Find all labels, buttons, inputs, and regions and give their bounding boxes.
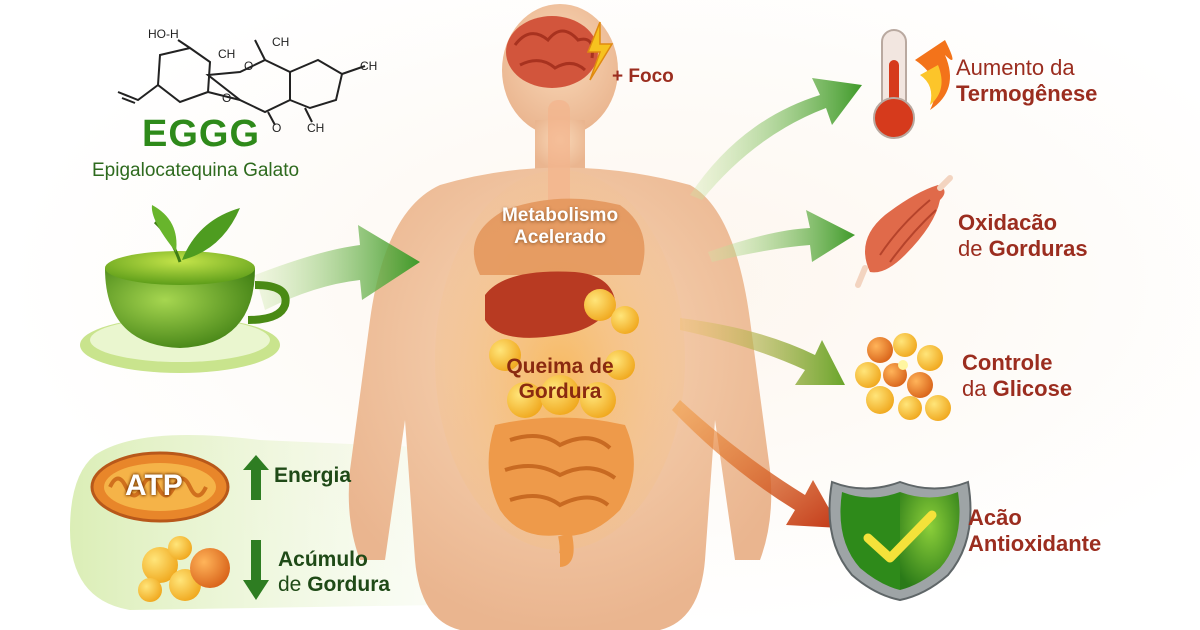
metabolism-label: Metabolismo Acelerado (480, 205, 640, 250)
arrow-to-oxidation (708, 210, 855, 262)
benefit-glucose: Controle da Glicose (962, 350, 1072, 402)
fat-burn-line1: Queima de (506, 355, 614, 378)
green-tea-cup-icon (80, 205, 290, 373)
atom-label: CH (218, 47, 235, 61)
egcg-molecule-icon (117, 39, 366, 126)
atom-label: CH (272, 35, 289, 49)
molecule-abbreviation: EGGG (142, 113, 261, 155)
fat-cells-icon (138, 536, 230, 602)
metabolism-line1: Metabolismo (501, 205, 619, 226)
benefit-line1: Aumento da (956, 55, 1075, 80)
benefit-line2: Termogênese (956, 80, 1098, 106)
benefit-line2: Glicose (992, 375, 1073, 401)
arrow-to-thermogenesis (690, 78, 862, 200)
torso-organs (473, 198, 645, 567)
brain-icon (506, 16, 614, 88)
arrow-to-antioxidant (672, 400, 840, 528)
fat-accumulation-line2: Gordura (307, 572, 391, 596)
benefit-line2: Gorduras (988, 235, 1088, 261)
benefit-line2-prefix: de (958, 235, 989, 261)
atom-label: O (272, 121, 281, 135)
benefit-line1: Controle (962, 350, 1053, 375)
fat-burn-label: Queima de Gordura (490, 355, 630, 405)
fat-accumulation-line1: Acúmulo (278, 548, 368, 571)
atom-label: HO-H (148, 27, 179, 41)
metabolism-line2: Acelerado (514, 227, 606, 249)
atom-label: CH (307, 121, 324, 135)
arrow-to-glucose (680, 318, 845, 385)
benefit-thermogenesis: Aumento da Termogênese (956, 55, 1097, 107)
fat-burn-line2: Gordura (518, 379, 602, 403)
fat-accumulation-label: Acúmulo de Gordura (278, 548, 390, 598)
liver-icon (485, 271, 615, 338)
atom-label: O (222, 91, 231, 105)
atom-label: O (244, 59, 253, 73)
arrow-tea-to-body (255, 225, 420, 310)
molecule-name: Epigalocatequina Galato (92, 160, 300, 181)
benefit-oxidation: Oxidacão de Gorduras (958, 210, 1088, 262)
fat-cells-torso (489, 289, 639, 418)
arrow-up-icon (243, 455, 269, 500)
arrow-down-icon (243, 540, 269, 600)
mitochondria-icon (90, 451, 230, 523)
glucose-molecules-icon (855, 333, 951, 421)
benefit-line2: Antioxidante (968, 530, 1102, 556)
benefit-line2-prefix: da (962, 375, 993, 401)
atom-label: CH (360, 59, 377, 73)
benefit-line1: Oxidacão (958, 210, 1058, 235)
benefit-antioxidant: Acão Antioxidante (968, 505, 1101, 557)
muscle-icon (855, 175, 953, 288)
focus-label: + Foco (612, 66, 674, 87)
energy-label: Energia (274, 464, 352, 487)
fat-accumulation-prefix: de (278, 572, 308, 596)
benefit-line1: Acão (968, 505, 1022, 530)
thermometer-flame-icon (873, 29, 953, 139)
atp-label: ATP (125, 469, 183, 502)
shield-check-icon (828, 480, 972, 602)
